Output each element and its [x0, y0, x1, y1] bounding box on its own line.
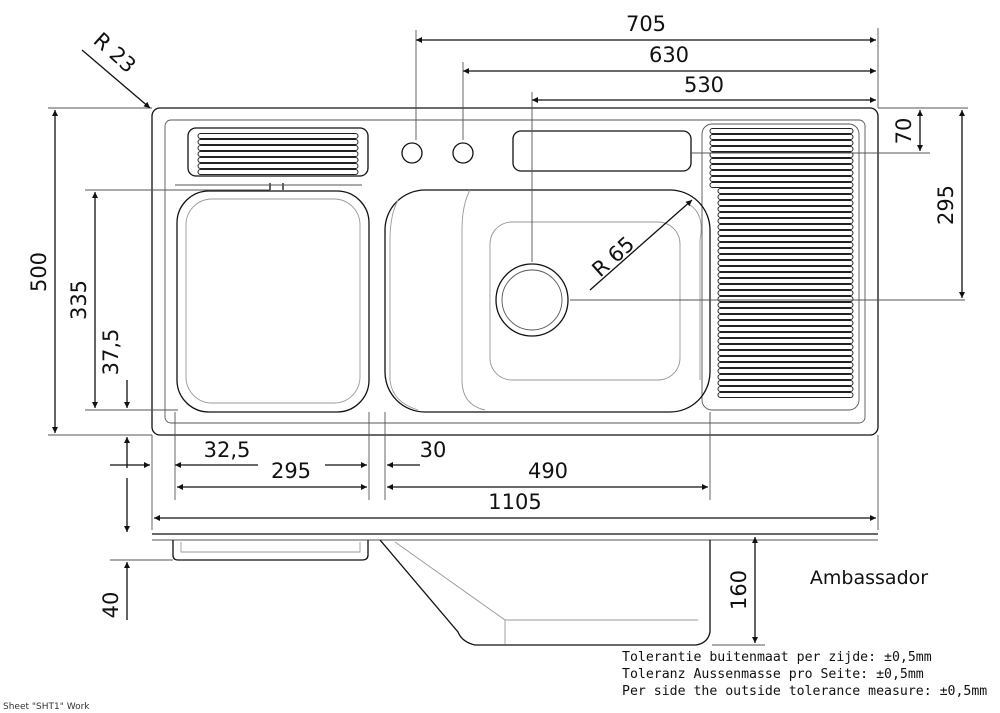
- drain-outer: [495, 263, 569, 337]
- tap-hole-1: [401, 142, 423, 164]
- drainer-rib: [717, 344, 854, 350]
- drainer-rib: [709, 152, 854, 158]
- drainer-rib: [717, 302, 854, 308]
- drain-inner: [501, 269, 563, 331]
- drainer-rib: [709, 146, 854, 152]
- drainer-rib: [717, 230, 854, 236]
- drainer-rib: [709, 140, 854, 146]
- tolerance-de: Toleranz Aussenmasse pro Seite: ±0,5mm: [622, 667, 924, 682]
- drainer-rib: [717, 362, 854, 368]
- drainer-rib: [717, 320, 854, 326]
- large-bowl: [384, 189, 711, 413]
- drainer-rib: [709, 128, 854, 134]
- drainer-rib: [717, 206, 854, 212]
- drainer-rib: [197, 133, 359, 139]
- top-view: [151, 107, 965, 436]
- drainer-rib: [717, 266, 854, 272]
- overflow-slot: [512, 130, 692, 172]
- drainer-rib: [717, 338, 854, 344]
- drainer-rib: [717, 272, 854, 278]
- drainer-rib: [717, 236, 854, 242]
- drainer-rib: [717, 392, 854, 398]
- drainer-rib: [717, 260, 854, 266]
- drainer-rib: [197, 163, 359, 169]
- drainer-rib: [709, 170, 854, 176]
- drainer-rib: [717, 314, 854, 320]
- drainer-rib: [717, 194, 854, 200]
- drainer-rib: [197, 169, 359, 175]
- dim-32-5: 32,5: [204, 438, 251, 462]
- dim-335: 335: [67, 280, 91, 320]
- drainer-rib: [717, 242, 854, 248]
- dim-500: 500: [27, 252, 51, 292]
- radius-65: R 65: [587, 232, 639, 282]
- drainer-rib: [197, 139, 359, 145]
- drainer-rib: [717, 326, 854, 332]
- large-drainer-ribs: [701, 123, 860, 411]
- drainer-rib: [717, 332, 854, 338]
- drainer-rib: [709, 182, 854, 188]
- drainer-rib: [709, 134, 854, 140]
- drainer-rib: [197, 145, 359, 151]
- drainer-rib: [717, 188, 854, 194]
- drainer-rib: [717, 386, 854, 392]
- small-bowl: [175, 183, 370, 413]
- drainer-rib: [717, 218, 854, 224]
- drainer-rib: [717, 278, 854, 284]
- drainer-rib: [717, 308, 854, 314]
- tolerance-en: Per side the outside tolerance measure: …: [622, 684, 987, 699]
- drainer-rib: [717, 356, 854, 362]
- drainer-rib: [717, 248, 854, 254]
- dim-37-5: 37,5: [99, 329, 123, 376]
- tap-hole-2: [452, 142, 474, 164]
- drainer-rib: [717, 284, 854, 290]
- dim-490: 490: [528, 459, 568, 483]
- dim-295-bottom: 295: [271, 459, 311, 483]
- drainer-rib: [709, 176, 854, 182]
- dimension-labels: 705 630 530 70 295 500 335 37,5 32,5 295…: [27, 12, 958, 618]
- side-large-bowl: [379, 539, 711, 646]
- drainer-rib: [709, 158, 854, 164]
- tolerance-notes: Tolerantie buitenmaat per zijde: ±0,5mm …: [622, 650, 987, 699]
- outer-outline: [151, 107, 879, 436]
- small-drainer-ribs: [187, 127, 369, 177]
- dim-295-right: 295: [934, 185, 958, 225]
- drainer-rib: [717, 254, 854, 260]
- sheet-label: Sheet "SHT1" Work: [3, 702, 90, 712]
- side-view: [110, 478, 878, 646]
- inner-rim: [164, 119, 866, 424]
- dim-705: 705: [626, 12, 666, 36]
- dim-160: 160: [727, 570, 751, 610]
- dim-530: 530: [684, 73, 724, 97]
- drainer-rib: [717, 380, 854, 386]
- side-small-bowl: [172, 540, 369, 561]
- dimension-lines: [48, 28, 968, 530]
- drainer-rib: [717, 200, 854, 206]
- dim-630: 630: [649, 43, 689, 67]
- drainer-rib: [717, 296, 854, 302]
- drainer-rib: [717, 350, 854, 356]
- drainer-rib: [717, 212, 854, 218]
- drainer-rib: [717, 368, 854, 374]
- drainer-rib: [717, 290, 854, 296]
- dim-40: 40: [99, 592, 123, 619]
- drainer-rib: [717, 224, 854, 230]
- drainer-rib: [717, 374, 854, 380]
- dim-30: 30: [420, 438, 447, 462]
- drainer-rib: [197, 151, 359, 157]
- tolerance-nl: Tolerantie buitenmaat per zijde: ±0,5mm: [622, 650, 932, 665]
- dim-70: 70: [892, 118, 916, 145]
- drainer-rib: [709, 164, 854, 170]
- drainer-rib: [197, 157, 359, 163]
- radius-23: R 23: [89, 28, 141, 78]
- dim-1105: 1105: [488, 490, 541, 514]
- model-name: Ambassador: [810, 567, 928, 589]
